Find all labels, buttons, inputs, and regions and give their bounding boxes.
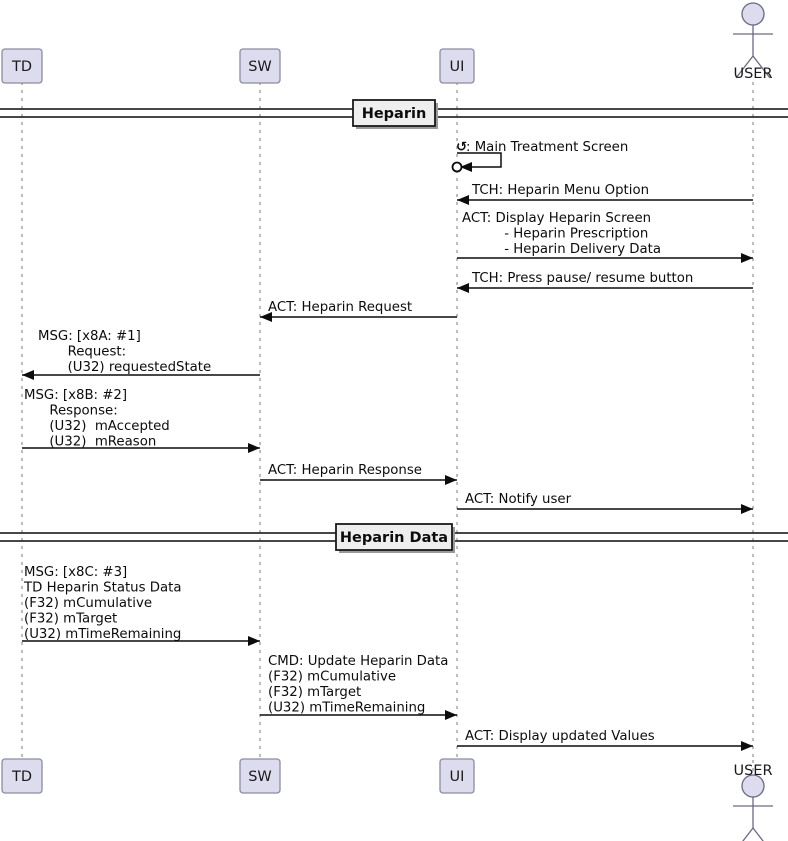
actor-head-icon <box>741 2 765 26</box>
arrow-head-icon <box>445 710 457 720</box>
participant-label-sw: SW <box>248 769 272 785</box>
divider-heparin-data: Heparin Data <box>0 523 788 553</box>
arrow-head-icon <box>457 283 469 293</box>
message-msg-tch-heparin-menu-option: TCH: Heparin Menu Option <box>457 183 753 205</box>
arrow-head-icon <box>741 741 753 751</box>
message-msg-act-display-heparin-screen: ACT: Display Heparin Screen - Heparin Pr… <box>457 211 753 263</box>
message-msg-act-notify-user: ACT: Notify user <box>457 492 753 514</box>
message-msg-act-heparin-request: ACT: Heparin Request <box>260 300 457 322</box>
actor-leg-right-icon <box>752 827 764 841</box>
participant-label-td: TD <box>11 59 32 75</box>
divider-label: Heparin <box>362 106 427 122</box>
participant-box[interactable] <box>1 48 43 84</box>
message-msg-act-heparin-response: ACT: Heparin Response <box>260 463 457 485</box>
actor-leg-left-icon <box>742 827 754 841</box>
actor-leg-left-icon <box>735 55 754 79</box>
message-label: ACT: Heparin Response <box>268 463 422 478</box>
participant-td-header[interactable]: TD <box>1 48 43 84</box>
participant-ui-footer[interactable]: UI <box>439 758 475 794</box>
participant-sw-footer[interactable]: SW <box>239 758 281 794</box>
message-msg-x8b-response: MSG: [x8B: #2] Response: (U32) mAccepted… <box>22 388 260 453</box>
loop-icon: ↺ <box>456 140 467 155</box>
divider-box <box>352 99 436 127</box>
participant-label-sw: SW <box>248 59 272 75</box>
message-label: CMD: Update Heparin Data(F32) mCumulativ… <box>268 654 448 716</box>
arrow-head-icon <box>741 504 753 514</box>
message-label: : Main Treatment Screen <box>466 140 628 155</box>
participant-user-header: USER <box>733 2 773 82</box>
message-msg-x8a-request: MSG: [x8A: #1] Request: (U32) requestedS… <box>22 329 260 380</box>
participant-box[interactable] <box>239 758 281 794</box>
participant-ui-header[interactable]: UI <box>439 48 475 84</box>
message-label: ACT: Notify user <box>465 492 572 507</box>
participant-label-user: USER <box>733 66 772 82</box>
message-msg-cmd-update-heparin-data: CMD: Update Heparin Data(F32) mCumulativ… <box>260 654 457 720</box>
participant-td-footer[interactable]: TD <box>1 758 43 794</box>
message-msg-act-display-updated-values: ACT: Display updated Values <box>457 729 753 751</box>
message-msg-main-treatment-screen: ↺: Main Treatment Screen <box>451 140 628 173</box>
participant-label-user: USER <box>733 763 772 779</box>
arrow-head-icon <box>248 636 260 646</box>
participant-user-footer: USER <box>733 763 773 841</box>
participant-box[interactable] <box>439 48 475 84</box>
message-label: MSG: [x8C: #3]TD Heparin Status Data(F32… <box>23 565 182 642</box>
message-label: ACT: Heparin Request <box>268 300 412 315</box>
participant-sw-header[interactable]: SW <box>239 48 281 84</box>
message-label: ACT: Display Heparin Screen - Heparin Pr… <box>462 211 661 257</box>
arrow-head-icon <box>445 475 457 485</box>
actor-leg-right-icon <box>752 55 771 79</box>
arrow-head-icon <box>457 195 469 205</box>
message-label: ACT: Display updated Values <box>465 729 655 744</box>
message-label: TCH: Heparin Menu Option <box>471 183 649 198</box>
arrow-head-icon <box>22 370 34 380</box>
participant-label-ui: UI <box>450 769 465 785</box>
self-message-circle-icon <box>451 161 463 173</box>
participant-label-ui: UI <box>450 59 465 75</box>
participant-label-td: TD <box>11 769 32 785</box>
message-label: MSG: [x8A: #1] Request: (U32) requestedS… <box>38 329 211 375</box>
message-msg-tch-press-pause-resume: TCH: Press pause/ resume button <box>457 271 753 293</box>
message-label: MSG: [x8B: #2] Response: (U32) mAccepted… <box>24 388 170 450</box>
divider-label: Heparin Data <box>340 530 448 546</box>
arrow-head-icon <box>741 253 753 263</box>
arrow-head-icon <box>248 443 260 453</box>
arrow-head-icon <box>260 312 272 322</box>
participant-box[interactable] <box>239 48 281 84</box>
self-message-path <box>457 152 502 168</box>
message-label: TCH: Press pause/ resume button <box>471 271 693 286</box>
arrow-head-icon <box>460 162 472 172</box>
participant-box[interactable] <box>1 758 43 794</box>
divider-heparin: Heparin <box>0 99 788 129</box>
message-msg-x8c-heparin-status-data: MSG: [x8C: #3]TD Heparin Status Data(F32… <box>22 565 260 646</box>
divider-box <box>335 523 453 551</box>
participant-box[interactable] <box>439 758 475 794</box>
